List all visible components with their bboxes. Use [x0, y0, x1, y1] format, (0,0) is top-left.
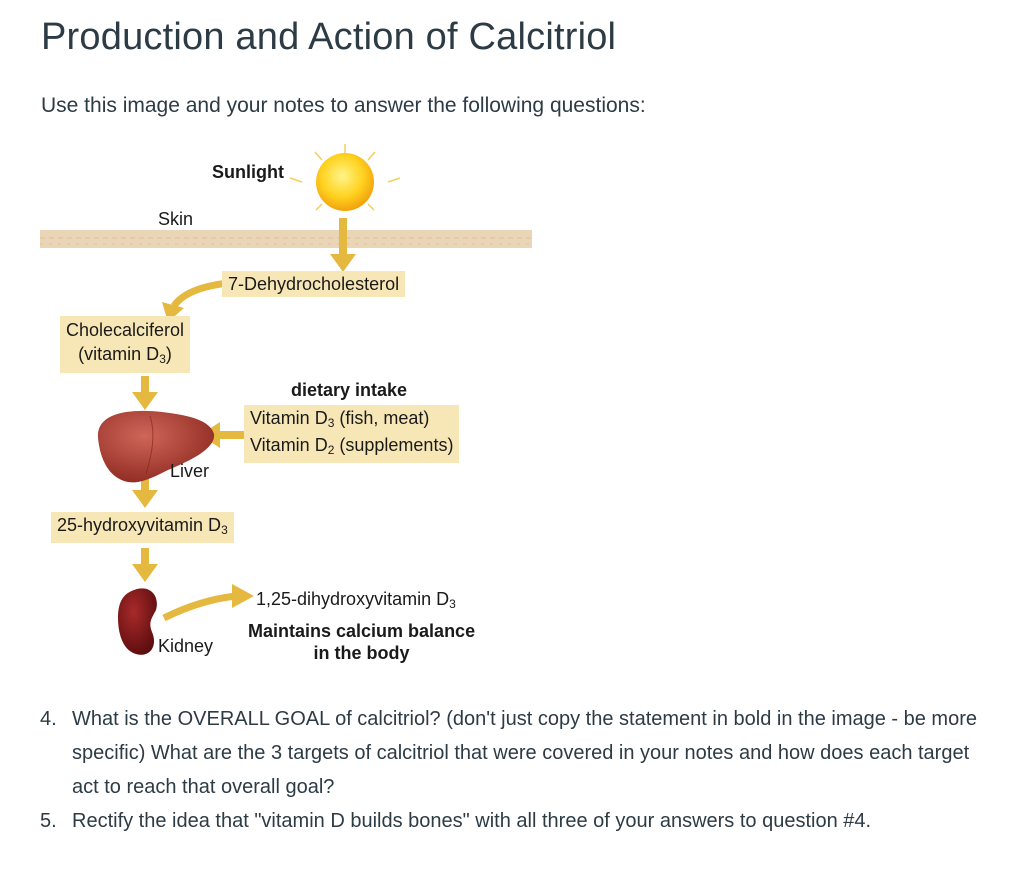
question-list: 4. What is the OVERALL GOAL of calcitrio… — [40, 702, 990, 838]
liver-icon — [97, 410, 215, 483]
question-item: 4. What is the OVERALL GOAL of calcitrio… — [40, 702, 990, 804]
question-number: 5. — [40, 810, 57, 832]
maintains-line2: in the body — [313, 643, 410, 663]
dehydrocholesterol-label: 7-Dehydrocholesterol — [222, 271, 406, 297]
dietary-d3-line: Vitamin D3 (fish, meat) — [250, 408, 430, 430]
question-number: 4. — [40, 708, 57, 730]
maintains-line1: Maintains calcium balance — [248, 621, 476, 641]
cholecalciferol-line2: (vitamin D3) — [78, 344, 172, 366]
intro-text: Use this image and your notes to answer … — [41, 94, 646, 117]
arrow-sun-to-dehydro — [330, 218, 356, 272]
arrow-dehydro-to-cholecalciferol — [171, 279, 229, 309]
question-text: Rectify the idea that "vitamin D builds … — [72, 810, 872, 832]
liver-label: Liver — [170, 461, 210, 481]
kidney-label: Kidney — [158, 636, 214, 656]
dietary-d2-line: Vitamin D2 (supplements) — [250, 435, 454, 457]
page-title: Production and Action of Calcitriol — [41, 16, 617, 58]
arrow-liver-to-hydroxy — [132, 474, 158, 508]
sun-icon — [289, 144, 401, 228]
dihydroxyvitamin-label: 1,25-dihydroxyvitamin D3 — [256, 589, 456, 611]
arrow-kidney-to-dihydroxy — [162, 592, 237, 622]
cholecalciferol-label: Cholecalciferol (vitamin D3) — [60, 316, 191, 373]
maintains-calcium-label: Maintains calcium balance in the body — [248, 620, 475, 664]
calcitriol-diagram: Sunlight Skin 7-Dehydrocholesterol Chole… — [0, 138, 560, 678]
skin-label: Skin — [158, 209, 194, 229]
arrowhead-to-dihydroxy — [232, 584, 254, 608]
dietary-intake-title: dietary intake — [291, 380, 408, 400]
cholecalciferol-line1: Cholecalciferol — [66, 320, 185, 340]
kidney-icon — [118, 588, 157, 655]
sunlight-label: Sunlight — [212, 162, 284, 182]
dietary-intake-box: Vitamin D3 (fish, meat) Vitamin D2 (supp… — [244, 405, 460, 463]
diagram-graphics — [40, 144, 532, 655]
skin-band — [40, 230, 532, 248]
arrow-hydroxy-to-kidney — [132, 548, 158, 582]
question-text: What is the OVERALL GOAL of calcitriol? … — [72, 708, 977, 798]
arrow-cholecalciferol-to-liver — [132, 376, 158, 410]
hydroxyvitamin-label: 25-hydroxyvitamin D3 — [51, 512, 234, 543]
question-item: 5. Rectify the idea that "vitamin D buil… — [40, 804, 990, 838]
